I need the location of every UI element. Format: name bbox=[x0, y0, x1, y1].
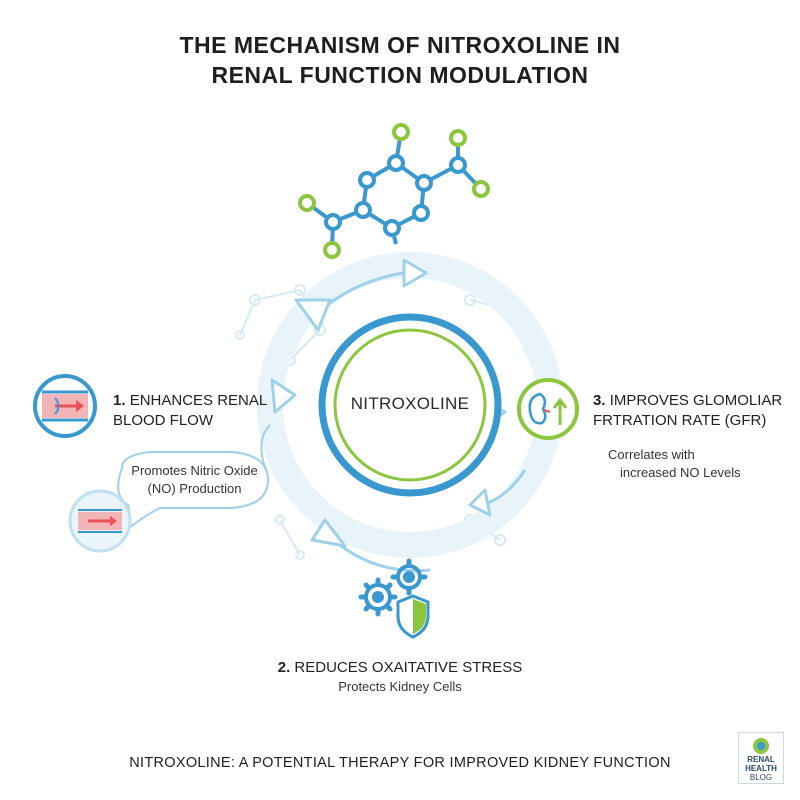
page-title: THE MECHANISM OF NITROXOLINE IN RENAL FU… bbox=[0, 30, 800, 90]
cycle-arrow-right-head bbox=[468, 488, 492, 517]
renal-health-blog-logo: RENAL HEALTH BLOG bbox=[738, 732, 784, 784]
logo-line-2: HEALTH bbox=[745, 764, 777, 773]
step1-line-2: BLOOD FLOW bbox=[113, 412, 214, 429]
step1-bubble-text: Promotes Nitric Oxide (NO) Production bbox=[122, 462, 267, 498]
step1-heading: 1. ENHANCES RENAL BLOOD FLOW bbox=[113, 391, 267, 431]
step2-heading: 2. REDUCES OXAITATIVE STRESS Protects Ki… bbox=[0, 658, 800, 696]
step1-number: 1. bbox=[113, 392, 126, 409]
title-line-1: THE MECHANISM OF NITROXOLINE IN bbox=[179, 32, 621, 58]
shield-icon bbox=[396, 594, 430, 639]
molecule-icon bbox=[298, 123, 490, 259]
cycle-arrow-left-mid-head bbox=[270, 378, 297, 414]
step3-line-2: FRTRATION RATE (GFR) bbox=[593, 412, 767, 429]
step3-heading: 3. IMPROVES GLOMOLIAR FRTRATION RATE (GF… bbox=[593, 391, 782, 431]
center-circle-inner bbox=[333, 328, 487, 482]
gears-icon bbox=[358, 558, 428, 617]
logo-line-3: BLOG bbox=[749, 773, 773, 782]
step3-sub-line-1: Correlates with bbox=[608, 447, 695, 462]
logo-line-1: RENAL bbox=[747, 755, 775, 764]
logo-emblem-icon bbox=[753, 738, 769, 754]
center-label: NITROXOLINE bbox=[350, 394, 470, 413]
step3-sub-line-2: increased NO Levels bbox=[620, 465, 741, 480]
kidney-arrow-icon bbox=[517, 378, 579, 440]
blood-vessel-detail-icon bbox=[68, 489, 132, 553]
cycle-arrow-left-head bbox=[294, 298, 332, 332]
blood-vessel-icon bbox=[33, 374, 97, 438]
step3-sub: Correlates with increased NO Levels bbox=[600, 446, 750, 482]
title-line-2: RENAL FUNCTION MODULATION bbox=[211, 62, 589, 88]
speech-bubble bbox=[117, 451, 270, 536]
cycle-arrow-bottom-head bbox=[310, 518, 347, 548]
step1-bubble-line-2: (NO) Production bbox=[147, 481, 242, 496]
speech-bubble-arrow bbox=[260, 424, 271, 471]
step1-bubble-line-1: Promotes Nitric Oxide bbox=[131, 463, 258, 478]
cycle-arrow-top-head bbox=[402, 258, 428, 288]
step2-sub: Protects Kidney Cells bbox=[338, 679, 462, 694]
step3-line-1: IMPROVES GLOMOLIAR bbox=[609, 392, 783, 409]
footer-tagline: NITROXOLINE: A POTENTIAL THERAPY FOR IMP… bbox=[129, 755, 671, 771]
step2-number: 2. bbox=[277, 659, 291, 676]
step3-number: 3. bbox=[593, 392, 606, 409]
step2-label: REDUCES OXAITATIVE STRESS bbox=[294, 659, 523, 676]
step1-line-1: ENHANCES RENAL bbox=[129, 392, 268, 409]
